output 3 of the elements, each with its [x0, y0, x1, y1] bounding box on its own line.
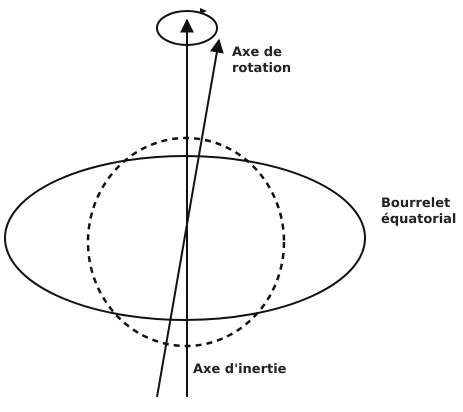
bulge-label: Bourrelet équatorial [381, 196, 458, 228]
axis-label: Axe d'inertie [193, 362, 288, 378]
axis-label: Axe de rotation [232, 45, 292, 77]
